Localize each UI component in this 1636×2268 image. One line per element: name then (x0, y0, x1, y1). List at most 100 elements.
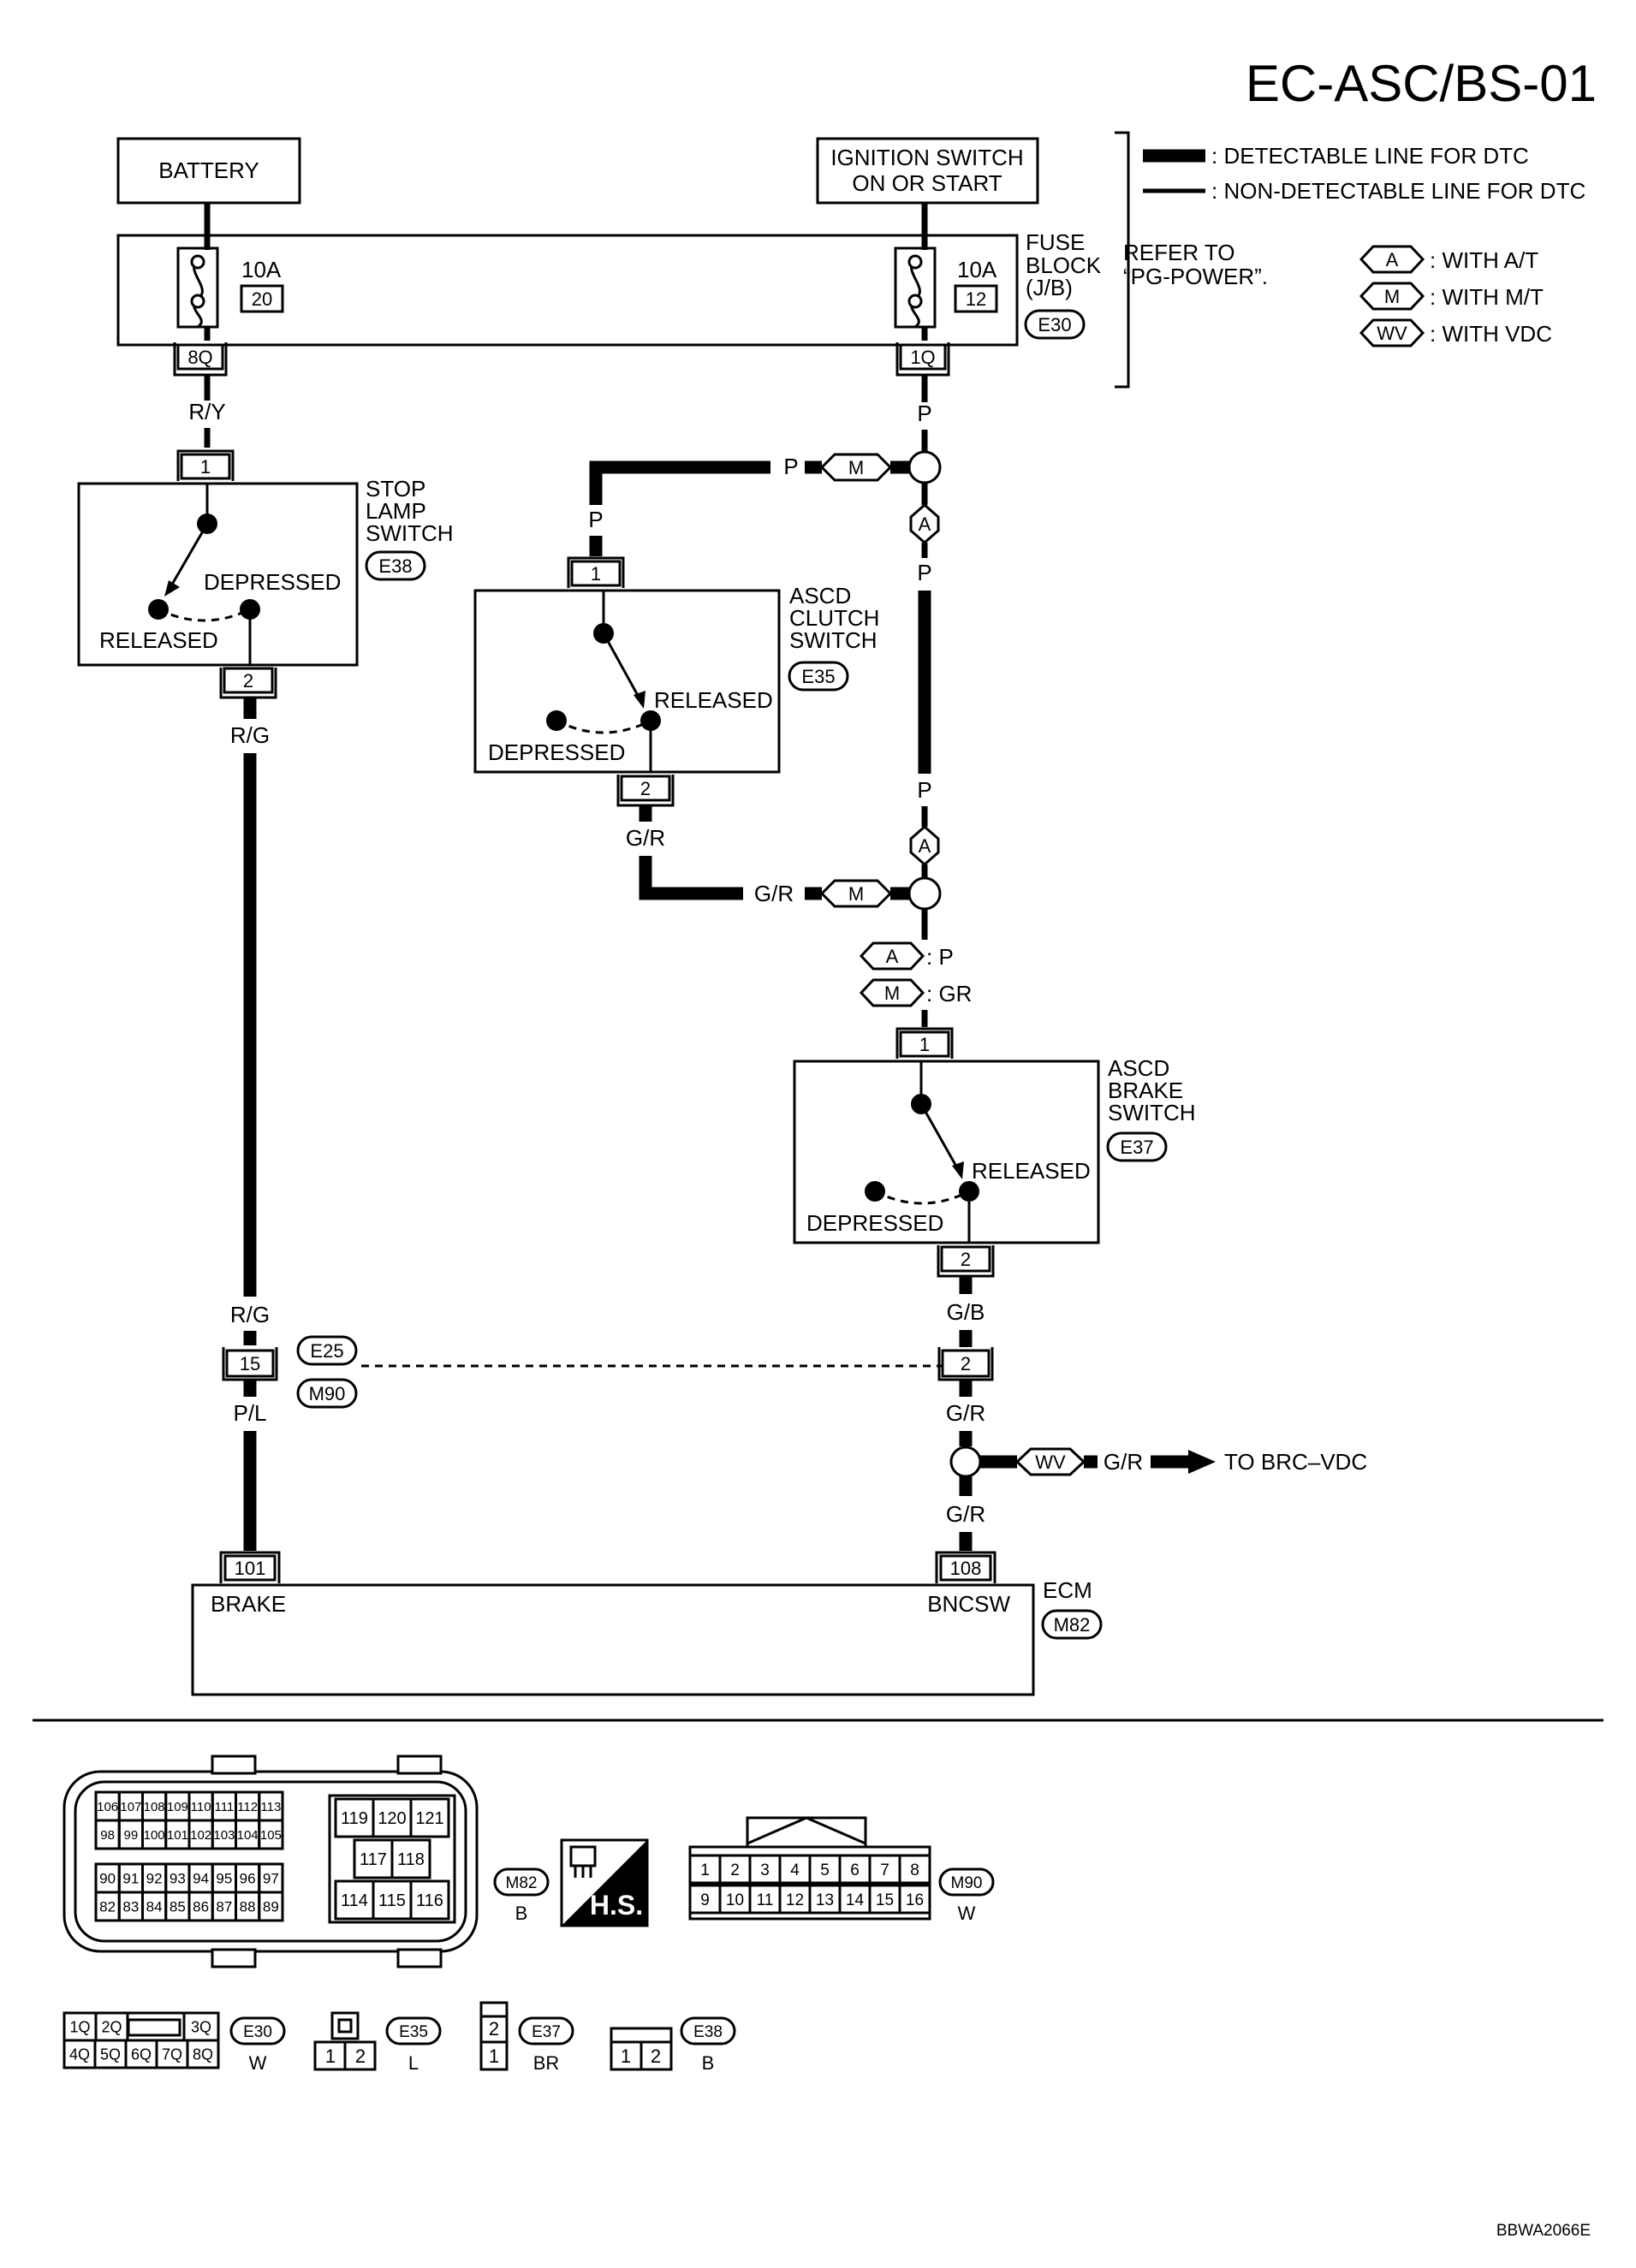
e38-pin-1: 1 (621, 2045, 631, 2067)
svg-text:8Q: 8Q (187, 347, 212, 368)
svg-text:E38: E38 (378, 555, 412, 577)
fuse-block-connector-tag (1024, 309, 1086, 340)
brake-name-2: BRAKE (1108, 1078, 1183, 1103)
svg-text:A: A (919, 835, 931, 857)
joint-pin-2: 2 (961, 1353, 971, 1374)
splice-m-bottom (907, 876, 942, 911)
wire-gr-label-2: G/R (754, 881, 794, 906)
m82-tag (493, 1867, 550, 1897)
connector-view-e35: 1 2 E35 L (313, 2011, 442, 2074)
clutch-depressed: DEPRESSED (488, 739, 625, 765)
svg-text:1: 1 (200, 456, 211, 478)
m82-pin-116-cell (409, 1879, 450, 1921)
ecm: 101 108 BRAKE BNCSW ECM M82 (191, 1551, 1103, 1696)
battery-label: BATTERY (158, 157, 259, 183)
m82-pin-82: 82 (99, 1899, 116, 1915)
svg-text:A: A (886, 946, 899, 967)
stop-lamp-pin-1 (180, 453, 231, 480)
wire-p-label-3: P (588, 507, 603, 532)
m82-pin-115: 115 (378, 1891, 406, 1910)
m90-pin-1: 1 (700, 1861, 710, 1879)
svg-text:E30: E30 (1038, 314, 1071, 335)
clutch-released: RELEASED (654, 687, 773, 713)
hs-badge: H.S. (560, 1838, 649, 1927)
m90-pin-5: 5 (820, 1861, 830, 1879)
option-vdc-tag (1359, 318, 1425, 347)
fuse-block-label-3: (J/B) (1026, 275, 1073, 300)
svg-text:2: 2 (640, 778, 651, 799)
fuse-20-number: 20 (252, 288, 272, 310)
brake-released: RELEASED (972, 1158, 1091, 1184)
vdc-destination: TO BRC–VDC (1224, 1449, 1367, 1475)
e30-pin-8q-cell (186, 2039, 220, 2069)
legend-detectable: : DETECTABLE LINE FOR DTC (1211, 143, 1529, 169)
legend-with-at: : WITH A/T (1430, 247, 1538, 273)
e30-pin-7q: 7Q (162, 2045, 182, 2063)
e37-pin-1: 1 (489, 2045, 499, 2067)
stop-lamp-switch: 1 DEPRESSED RELEASED 2 STOP LAMP SWITCH … (77, 449, 454, 699)
fuse-12-number: 12 (966, 288, 986, 310)
svg-text:M: M (884, 983, 900, 1004)
svg-text:1: 1 (591, 563, 601, 585)
svg-text:M82: M82 (1054, 1614, 1091, 1636)
e30-tag (229, 2016, 286, 2045)
legend-bracket (1115, 131, 1130, 389)
m82-pin-106: 106 (97, 1800, 118, 1814)
wire-gb-label: G/B (947, 1299, 985, 1325)
wire-gr-label-3: G/R (946, 1400, 985, 1426)
wire-ry-label: R/Y (188, 399, 225, 425)
m90-pin-9: 9 (700, 1891, 710, 1909)
m90-pin-8: 8 (910, 1861, 919, 1879)
svg-text:M: M (848, 457, 864, 478)
e30-pin-8q: 8Q (193, 2045, 213, 2063)
e35-tag (385, 2016, 442, 2045)
m82-pin-103: 103 (213, 1828, 235, 1843)
m82-pin-98: 98 (100, 1828, 115, 1843)
m90-pin-10: 10 (726, 1891, 744, 1909)
wire-p-label-4: P (917, 560, 931, 585)
clutch-pin-2 (620, 775, 671, 802)
m82-pin-83: 83 (122, 1899, 139, 1915)
m90-pin-4: 4 (790, 1861, 800, 1879)
m82-pin-88: 88 (240, 1899, 256, 1915)
e37-color: BR (533, 2052, 560, 2074)
ecm-term-brake: BRAKE (211, 1591, 286, 1617)
legend-non-detectable: : NON-DETECTABLE LINE FOR DTC (1211, 178, 1585, 204)
svg-text:M90: M90 (951, 1874, 983, 1892)
e30-color: W (249, 2052, 267, 2074)
joint-connector-e25 (296, 1335, 358, 1366)
wire-mt-code: : GR (926, 981, 972, 1006)
ignition-switch: IGNITION SWITCH ON OR START (816, 137, 1039, 205)
brake-name-3: SWITCH (1108, 1100, 1196, 1125)
ecm-term-bncsw: BNCSW (927, 1591, 1010, 1617)
clutch-name-2: CLUTCH (789, 605, 879, 631)
e30-pin-5q: 5Q (100, 2045, 121, 2063)
splice-vdc (949, 1446, 982, 1478)
m82-pin-90: 90 (99, 1871, 116, 1887)
ecm-pin-108 (939, 1554, 992, 1582)
wire-rg-label-2: R/G (230, 1302, 270, 1327)
svg-text:1: 1 (919, 1034, 930, 1055)
fuse-20-rating: 10A (241, 257, 282, 282)
m82-pin-105-cell (258, 1819, 284, 1850)
connector-view-e38: 1 2 E38 B (610, 2016, 736, 2074)
wire-gr-label-4: G/R (946, 1501, 985, 1527)
ascd-clutch-switch: 1 RELEASED DEPRESSED 2 ASCD CLUTCH SWITC… (473, 556, 879, 807)
svg-text:E37: E37 (1120, 1137, 1153, 1158)
vdc-arrow (1188, 1450, 1216, 1474)
m82-pin-100: 100 (144, 1828, 165, 1843)
svg-text:M: M (1384, 286, 1400, 307)
e35-pin-1: 1 (325, 2045, 336, 2067)
svg-text:E35: E35 (801, 666, 835, 687)
m82-pin-110: 110 (191, 1800, 211, 1814)
ignition-label-2: ON OR START (852, 170, 1002, 196)
brake-pin-1 (899, 1030, 950, 1058)
figure-code: BBWA2066E (1496, 2222, 1591, 2240)
joint-pin-15: 15 (240, 1353, 260, 1374)
m82-pin-97: 97 (263, 1871, 279, 1887)
m82-pin-89-cell (258, 1891, 284, 1922)
clutch-name-1: ASCD (789, 583, 851, 609)
